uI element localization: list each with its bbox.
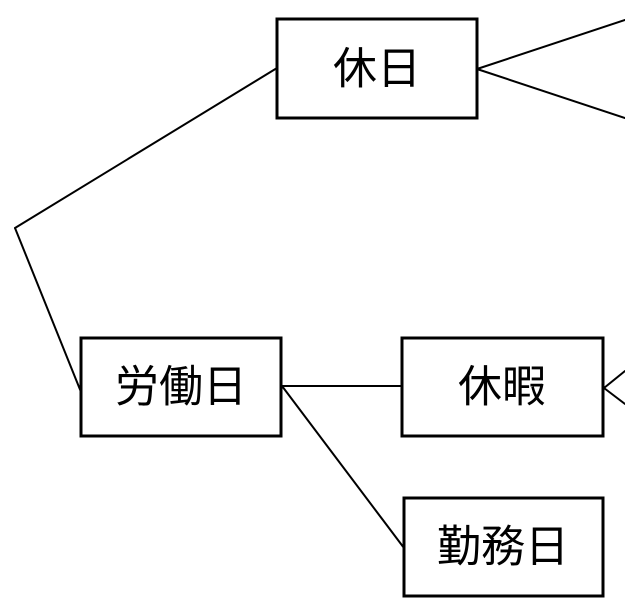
node-vacation-box xyxy=(400,336,605,438)
edge-working-day-to-duty-day xyxy=(281,385,405,549)
node-duty-day: 勤務日 xyxy=(402,496,605,598)
node-vacation: 休暇 xyxy=(400,336,605,438)
node-working-day: 労働日 xyxy=(79,336,283,438)
node-holiday: 休日 xyxy=(275,17,479,120)
node-working-day-box xyxy=(79,336,283,438)
edge-root-to-working-day xyxy=(14,227,82,393)
node-holiday-box xyxy=(275,17,479,120)
node-duty-day-box xyxy=(402,496,605,598)
edge-holiday-branch-lower xyxy=(476,68,625,119)
node-working-day-label: 労働日 xyxy=(115,362,247,413)
edge-vacation-branches xyxy=(603,370,625,405)
edge-holiday-branch-upper xyxy=(476,19,625,70)
node-holiday-label: 休日 xyxy=(333,44,421,95)
node-duty-day-label: 勤務日 xyxy=(437,522,569,573)
edge-root-to-holiday xyxy=(14,67,278,229)
node-vacation-label: 休暇 xyxy=(458,362,546,413)
